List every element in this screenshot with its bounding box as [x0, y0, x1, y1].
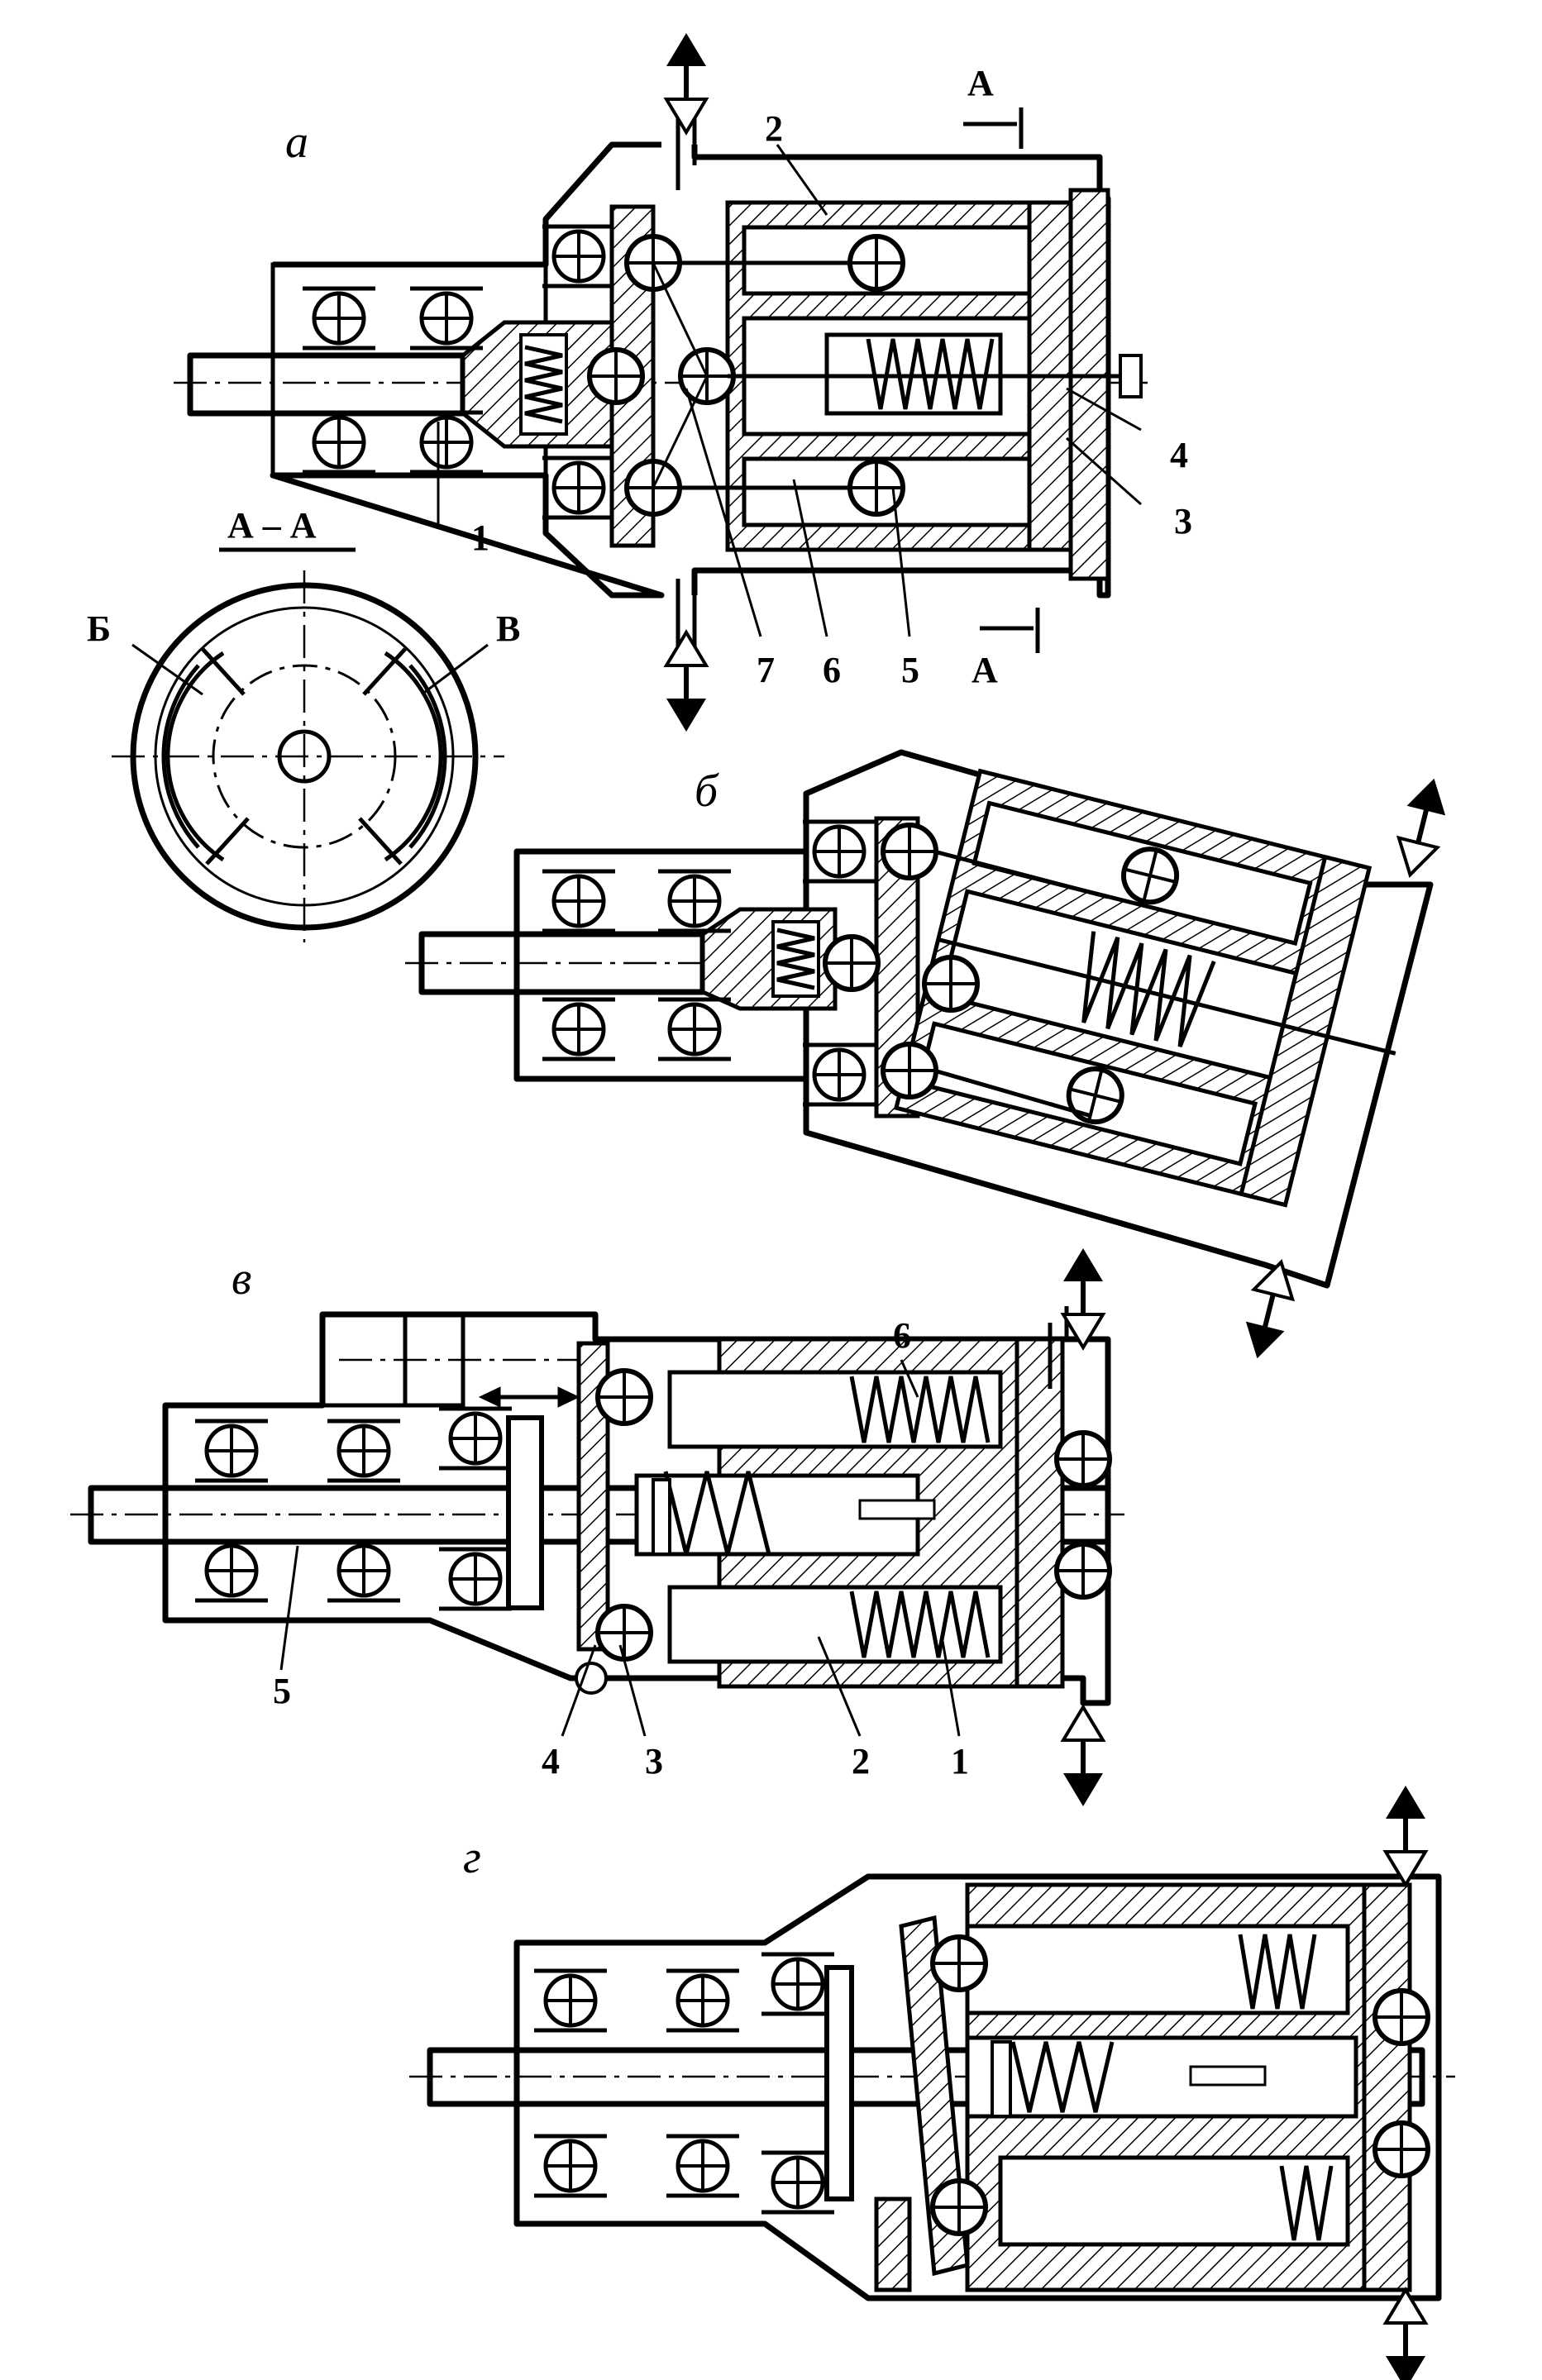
callout-a-1: 1 [471, 517, 489, 558]
callout-v-3: 3 [645, 1741, 663, 1781]
callout-a-7: 7 [757, 650, 775, 690]
view-label-g: г [463, 1832, 481, 1883]
view-a: а [174, 33, 1192, 732]
section-aa: А – А Б В [87, 505, 520, 942]
view-label-v: в [232, 1253, 251, 1304]
callout-v-2: 2 [852, 1741, 870, 1781]
callout-a-2: 2 [765, 108, 783, 149]
view-b: б [405, 749, 1454, 1363]
view-v: в [70, 1248, 1124, 1806]
port-label-v: В [496, 608, 520, 649]
callout-a-4: 4 [1170, 435, 1188, 475]
view-g: г [409, 1786, 1455, 2380]
callout-v-6: 6 [893, 1315, 911, 1356]
callout-v-1: 1 [951, 1741, 969, 1781]
callout-a-3: 3 [1174, 501, 1192, 541]
port-label-b: Б [87, 608, 111, 649]
view-label-b: б [695, 766, 719, 817]
callout-a-5: 5 [901, 650, 919, 690]
callout-a-6: 6 [823, 650, 841, 690]
section-title: А – А [227, 505, 317, 546]
callout-v-4: 4 [542, 1741, 560, 1781]
section-mark-a-bottom: А [972, 650, 998, 690]
section-mark-a-top: А [967, 63, 994, 103]
view-label-a: а [285, 117, 308, 168]
callout-v-5: 5 [273, 1671, 291, 1711]
